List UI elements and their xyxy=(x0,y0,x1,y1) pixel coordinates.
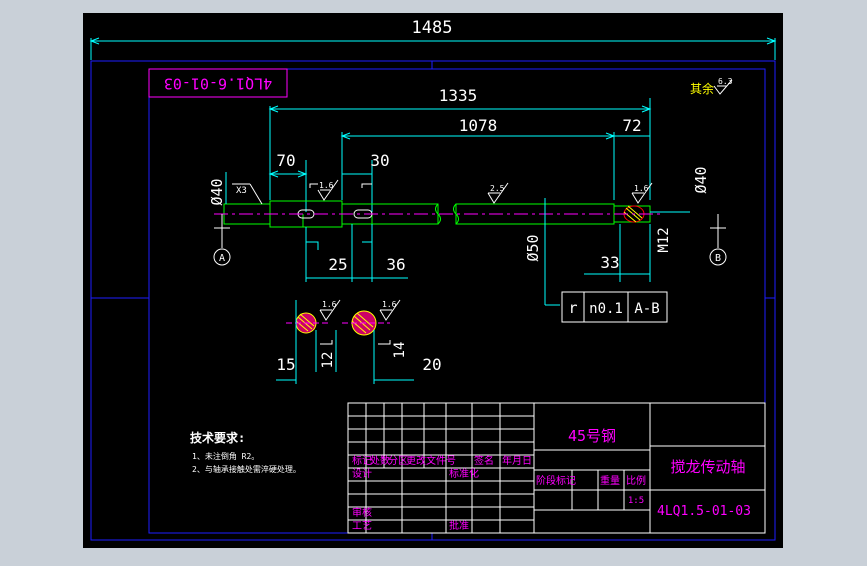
dim-70 xyxy=(268,160,308,212)
dim-36-text: 36 xyxy=(386,255,405,274)
title-block-grid xyxy=(347,402,766,534)
outer-frame xyxy=(90,60,776,541)
review-label: 审核 xyxy=(352,506,372,519)
note-item-1: 1、未注倒角 R2。 xyxy=(192,451,259,461)
rest-roughness-value: 6.3 xyxy=(718,77,733,86)
code-box-text: 4LQ1.6-01-03 xyxy=(164,75,272,93)
dia-right-text: Ø40 xyxy=(692,166,710,193)
tolerance-frame xyxy=(561,291,668,323)
roughness-d-text: 1.6 xyxy=(634,184,649,193)
rest-roughness-label: 其余 xyxy=(690,81,714,96)
thread-text: M12 xyxy=(656,227,672,252)
chamfer-text: X3 xyxy=(236,186,247,196)
header-cell: 年月日 xyxy=(502,454,532,467)
datum-a-marker xyxy=(213,214,231,266)
stage-header-cell: 比例 xyxy=(626,474,646,487)
header-cell: 更改文件号 xyxy=(406,454,456,467)
dim-overall xyxy=(89,37,777,60)
dim-72-text: 72 xyxy=(622,116,641,135)
dim-70-text: 70 xyxy=(276,151,295,170)
model-space xyxy=(83,13,783,548)
dim-overall-text: 1485 xyxy=(412,18,453,38)
tolerance-value: n0.1 xyxy=(589,301,623,317)
section-15-text: 15 xyxy=(276,355,295,374)
material-text: 45号钢 xyxy=(568,427,616,445)
process-label: 工艺 xyxy=(352,520,372,532)
datum-b-label: B xyxy=(715,253,721,264)
section-rough-b: 1.6 xyxy=(382,300,397,309)
dim-1335 xyxy=(268,98,652,200)
dim-1078-text: 1078 xyxy=(459,116,498,135)
tolerance-datum: A-B xyxy=(634,301,659,317)
roughness-icon-c xyxy=(361,183,372,188)
dim-25-36 xyxy=(305,224,408,282)
roughness-icon-d xyxy=(631,182,653,204)
section-14-text: 14 xyxy=(392,342,408,359)
standard-label: 标准化 xyxy=(449,467,479,480)
header-cell: 分区 xyxy=(388,455,408,467)
dim-30-text: 30 xyxy=(370,151,389,170)
design-label: 设计 xyxy=(352,467,372,480)
header-cell: 处数 xyxy=(370,454,390,467)
notes-title: 技术要求: xyxy=(190,430,245,445)
code-box xyxy=(148,68,288,98)
dim-33 xyxy=(584,224,651,282)
stage-header-cell: 阶段标记 xyxy=(536,474,576,487)
dim-1078 xyxy=(340,132,616,200)
section-20-text: 20 xyxy=(422,355,441,374)
title-block-header-row: 标记 处数 分区 更改文件号 签名 年月日 xyxy=(352,454,532,467)
header-cell: 签名 xyxy=(474,454,494,467)
tolerance-symbol: r xyxy=(568,299,577,317)
approve-label: 批准 xyxy=(449,519,469,532)
rest-roughness-icon xyxy=(713,79,733,95)
roughness-icon-a xyxy=(309,179,339,201)
roughness-a-text: 1.6 xyxy=(319,181,334,190)
datum-b-marker xyxy=(709,214,727,266)
dim-30 xyxy=(342,160,373,212)
section-12-text: 12 xyxy=(320,352,336,369)
dim-1335-text: 1335 xyxy=(439,86,478,105)
datum-a-label: A xyxy=(219,253,225,264)
dim-33-text: 33 xyxy=(600,253,619,272)
dia-center-text: Ø50 xyxy=(524,234,542,261)
stage-header-cell: 重量 xyxy=(600,474,620,487)
note-item-2: 2、与轴承接触处需淬硬处理。 xyxy=(192,464,301,474)
section-rough-a: 1.6 xyxy=(322,300,337,309)
roughness-icon-b xyxy=(487,182,509,204)
dia-left-text: Ø40 xyxy=(208,178,226,205)
dim-25-text: 25 xyxy=(328,255,347,274)
section-roughness-icons xyxy=(319,299,401,345)
section-view-b xyxy=(342,310,390,336)
scale-text: 1:5 xyxy=(628,496,644,506)
chamfer-leader xyxy=(232,183,263,205)
drawing-number-text: 4LQ1.5-01-03 xyxy=(657,504,751,519)
header-cell: 标记 xyxy=(352,455,372,467)
section-dims xyxy=(276,300,414,384)
section-view-a xyxy=(286,312,328,334)
dia-center-leader xyxy=(544,198,560,306)
part-name-text: 搅龙传动轴 xyxy=(670,458,745,476)
shaft-break xyxy=(435,203,459,225)
roughness-b-text: 2.5 xyxy=(490,184,505,193)
